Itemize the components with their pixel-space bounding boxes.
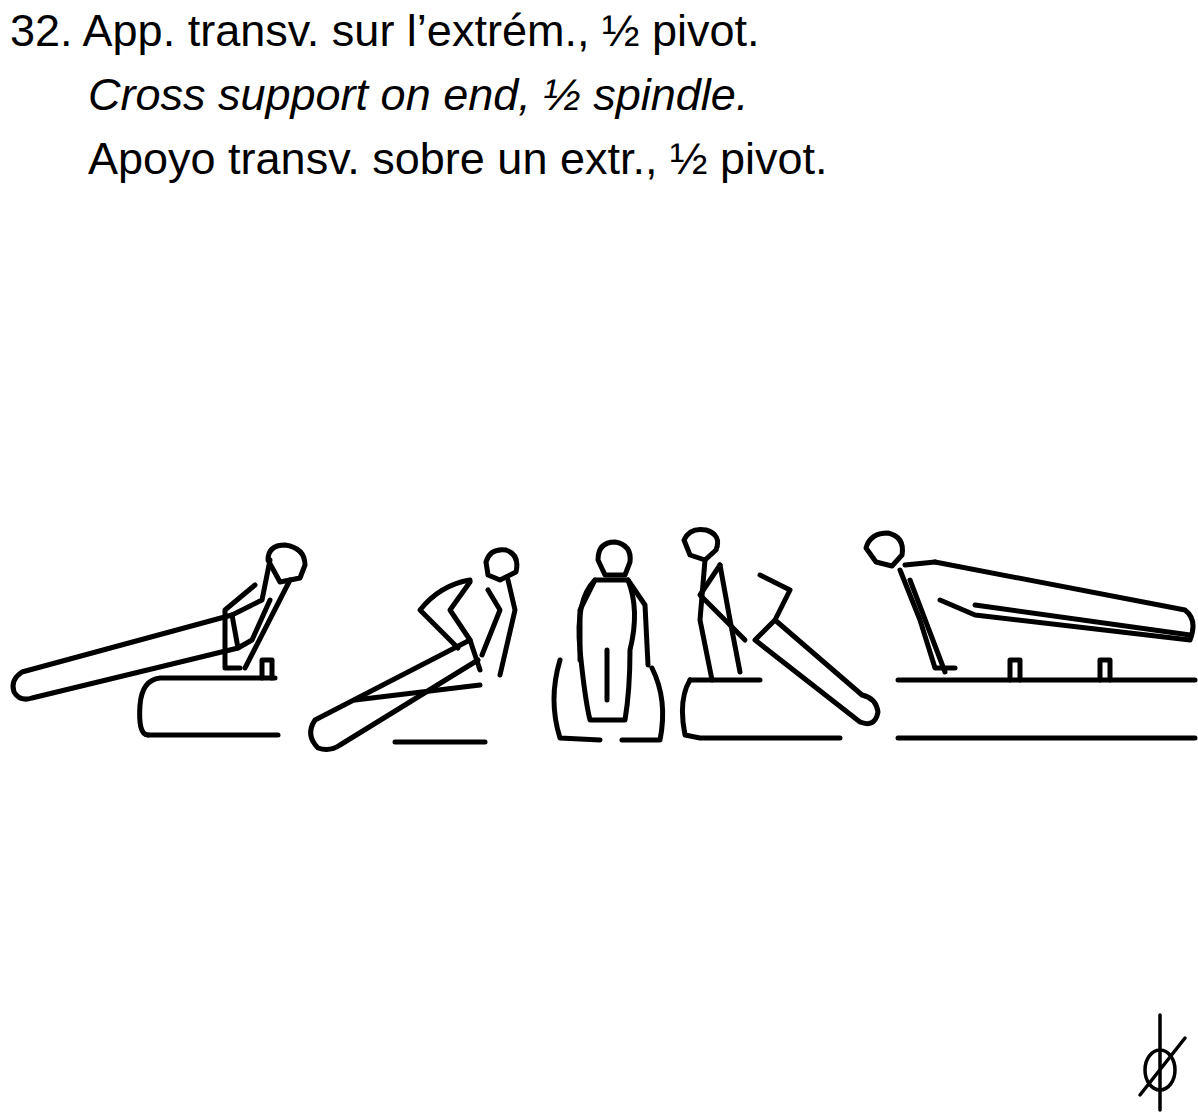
gymnast-figure [311,550,517,750]
gymnast-figure [554,542,663,740]
element-symbol [1140,1015,1185,1110]
gymnast-figure [682,529,878,738]
element-name: Apoyo transv. sobre un extr., ½ pivot. [88,134,828,184]
gymnast-figure [866,533,1195,738]
gymnast-figure [13,545,305,735]
element-name: Cross support on end, ½ spindle. [88,70,748,120]
element-title: 32. App. transv. sur l’extrém., ½ pivot. [10,6,760,56]
